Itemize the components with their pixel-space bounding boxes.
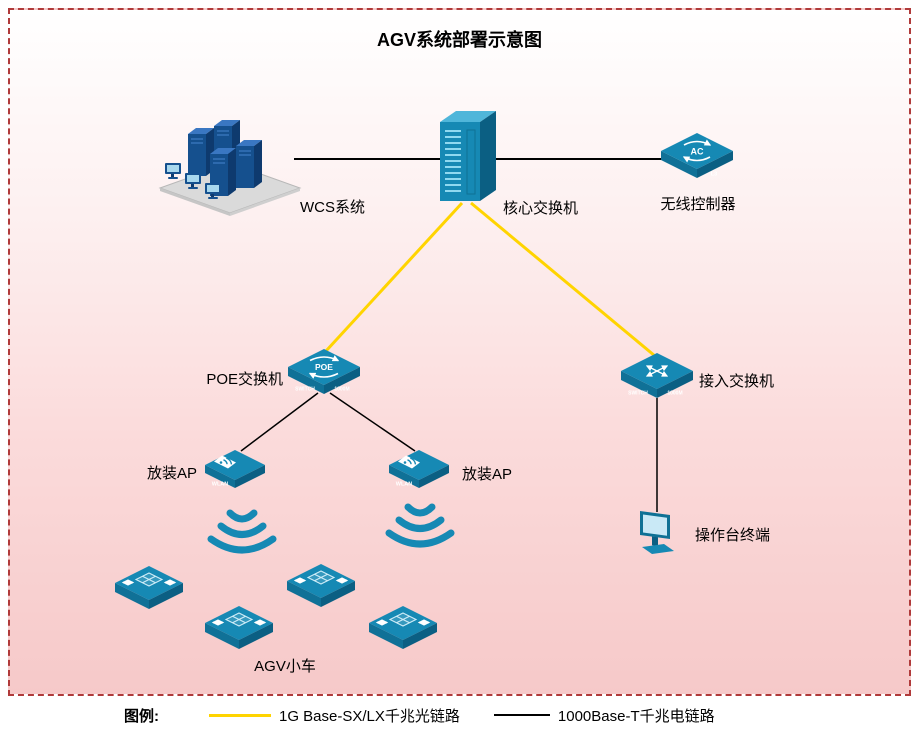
core-switch-label: 核心交换机 [503, 200, 579, 217]
legend-copper-label: 1000Base-T千兆电链路 [557, 707, 715, 725]
poe-switch-icon: POE SWITCH 1000M [288, 349, 360, 394]
legend: 图例: 1G Base-SX/LX千兆光链路 1000Base-T千兆电链路 [0, 702, 919, 728]
ac-edge-text: L3 [711, 172, 717, 178]
wireless-controller-icon: AC L3 [661, 133, 733, 178]
core-switch-icon [440, 111, 496, 201]
poe-switch-label: POE交换机 [206, 371, 283, 388]
legend-copper-line [493, 714, 550, 716]
wcs-label: WCS系统 [300, 199, 365, 216]
agv-cart-icon [202, 602, 276, 656]
poe-badge-text: POE [315, 362, 333, 372]
access-switch-icon: SWITCH 1000M [621, 353, 693, 398]
ap-left-icon [202, 446, 268, 496]
wifi-signal-right-icon [374, 494, 466, 558]
access-edge-left-text: SWITCH [628, 391, 648, 397]
ap-right-label: 放装AP [462, 466, 513, 483]
wcs-servers-icon [158, 119, 302, 216]
terminal-icon [640, 511, 674, 554]
poe-edge-right-text: 1000M [334, 387, 349, 393]
legend-heading: 图例: [124, 707, 159, 725]
agv-cart-icon [366, 602, 440, 656]
core-switch-vents [445, 130, 461, 192]
diagram-title: AGV系统部署示意图 [376, 30, 542, 50]
agv-group-label: AGV小车 [254, 658, 316, 675]
legend-fiber-label: 1G Base-SX/LX千兆光链路 [279, 707, 460, 725]
wireless-controller-label: 无线控制器 [660, 196, 736, 213]
agv-cart-icon [112, 562, 186, 616]
access-switch-label: 接入交换机 [699, 373, 775, 390]
wifi-signal-left-icon [196, 500, 288, 564]
ac-badge-text: AC [691, 147, 704, 157]
terminal-label: 操作台终端 [695, 527, 771, 544]
legend-fiber-line [209, 713, 271, 717]
access-edge-right-text: 1000M [667, 391, 682, 397]
poe-edge-left-text: SWITCH [295, 387, 315, 393]
agv-cart-icon [284, 560, 358, 614]
ap-right-icon [386, 446, 452, 496]
ap-left-label: 放装AP [146, 465, 197, 482]
